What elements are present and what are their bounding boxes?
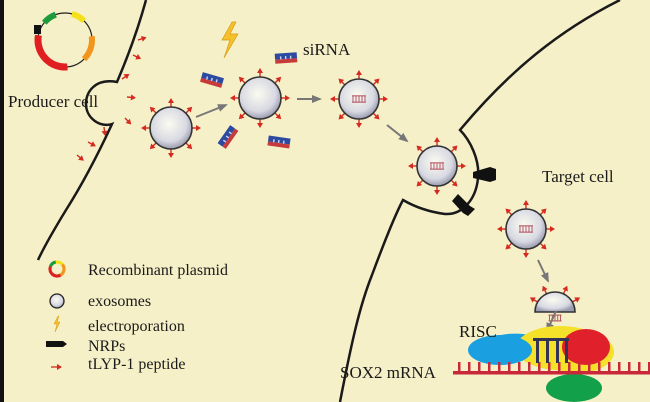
sirna-icon [217,125,239,149]
peptide-arrow-icon [457,163,466,169]
nrp-receptor-icon [452,167,496,216]
peptide-arrow-icon [372,78,380,86]
peptide-arrow-icon [185,106,193,114]
membrane-peptides [76,35,147,161]
legend-peptide-arrow-icon [51,364,62,370]
peptide-arrow-icon [149,106,157,114]
exosome-fusing-icon [529,285,581,322]
legend-label-exosomes: exosomes [88,293,151,310]
peptide-arrow-icon [539,242,547,250]
legend-label-electroporation: electroporation [88,318,185,335]
producer-cell-label: Producer cell [8,92,98,111]
peptide-arrow-icon [450,179,458,187]
legend-label-plasmid: Recombinant plasmid [88,262,228,279]
peptide-arrow-icon [137,35,147,42]
peptide-arrow-icon [76,154,84,161]
sirna-cargo-icon [548,314,562,322]
sirna-bound [533,338,569,363]
sirna-cargo-icon [519,225,533,233]
peptide-arrow-icon [230,95,239,101]
legend-nrp-icon [46,341,67,347]
lightning-icon [221,21,239,59]
peptide-arrow-icon [356,119,362,128]
peptide-arrow-icon [523,249,529,258]
legend: Recombinant plasmid exosomes electropora… [46,260,228,373]
exosome-icon [497,200,555,258]
sox2-mrna-strand [453,362,650,375]
peptide-arrow-icon [238,76,246,84]
peptide-arrow-icon [168,149,174,158]
peptide-arrow-icon [124,117,132,125]
peptide-arrow-icon [185,142,193,150]
peptide-arrow-icon [539,208,547,216]
exosome-icon [230,68,290,128]
peptide-arrow-icon [281,95,290,101]
left-border [0,0,4,402]
flow-arrow-1 [195,104,228,118]
peptide-arrow-icon [149,142,157,150]
peptide-arrow-icon [101,126,108,136]
peptide-arrow-icon [571,297,581,303]
peptide-arrow-icon [274,76,282,84]
peptide-arrow-icon [416,179,424,187]
sirna-icon [200,72,224,88]
peptide-arrow-icon [330,96,339,102]
peptide-arrow-icon [132,54,142,60]
peptide-arrow-icon [416,145,424,153]
peptide-arrow-icon [529,297,539,303]
peptide-arrow-icon [126,94,136,101]
peptide-arrow-icon [379,96,388,102]
exosome-group [141,68,581,322]
producer-cell-membrane [36,0,148,261]
peptide-arrow-icon [523,200,529,209]
peptide-arrow-icon [542,285,548,295]
peptide-arrow-icon [257,68,263,77]
legend-exosome-icon [49,293,65,309]
peptide-arrow-icon [338,78,346,86]
peptide-arrow-icon [257,119,263,128]
sirna-group [200,52,298,149]
peptide-arrow-icon [434,186,440,195]
peptide-arrow-icon [168,98,174,107]
peptide-arrow-icon [141,125,150,131]
peptide-arrow-icon [562,285,568,295]
peptide-arrow-icon [274,112,282,120]
sirna-icon [267,135,291,149]
legend-label-nrps: NRPs [88,338,125,355]
legend-label-peptide: tLYP-1 peptide [88,356,186,373]
sirna-label: siRNA [303,40,351,59]
peptide-arrow-icon [338,112,346,120]
peptide-arrow-icon [408,163,417,169]
peptide-arrow-icon [356,70,362,79]
peptide-arrow-icon [505,208,513,216]
exosome-icon [141,98,201,158]
peptide-arrow-icon [87,141,96,147]
peptide-arrow-icon [192,125,201,131]
plasmid-icon [34,11,95,71]
peptide-arrow-icon [505,242,513,250]
legend-lightning-icon [53,315,61,333]
peptide-arrow-icon [238,112,246,120]
target-cell-label: Target cell [542,167,614,186]
exosome-icon [408,137,466,195]
peptide-arrow-icon [372,112,380,120]
flow-arrow-4 [537,259,549,283]
legend-plasmid-icon [48,260,66,278]
peptide-arrow-icon [121,73,130,80]
flow-arrow-3 [386,124,409,143]
peptide-arrow-icon [546,226,555,232]
sirna-cargo-icon [430,162,444,170]
sirna-cargo-icon [352,95,366,103]
risc-label: RISC [459,322,497,341]
peptide-arrow-icon [497,226,506,232]
sox2-mrna-label: SOX2 mRNA [340,363,437,382]
exosome-icon [330,70,388,128]
peptide-arrow-icon [434,137,440,146]
sirna-icon [274,52,298,64]
target-cell-membrane [338,0,621,402]
peptide-arrow-icon [450,145,458,153]
